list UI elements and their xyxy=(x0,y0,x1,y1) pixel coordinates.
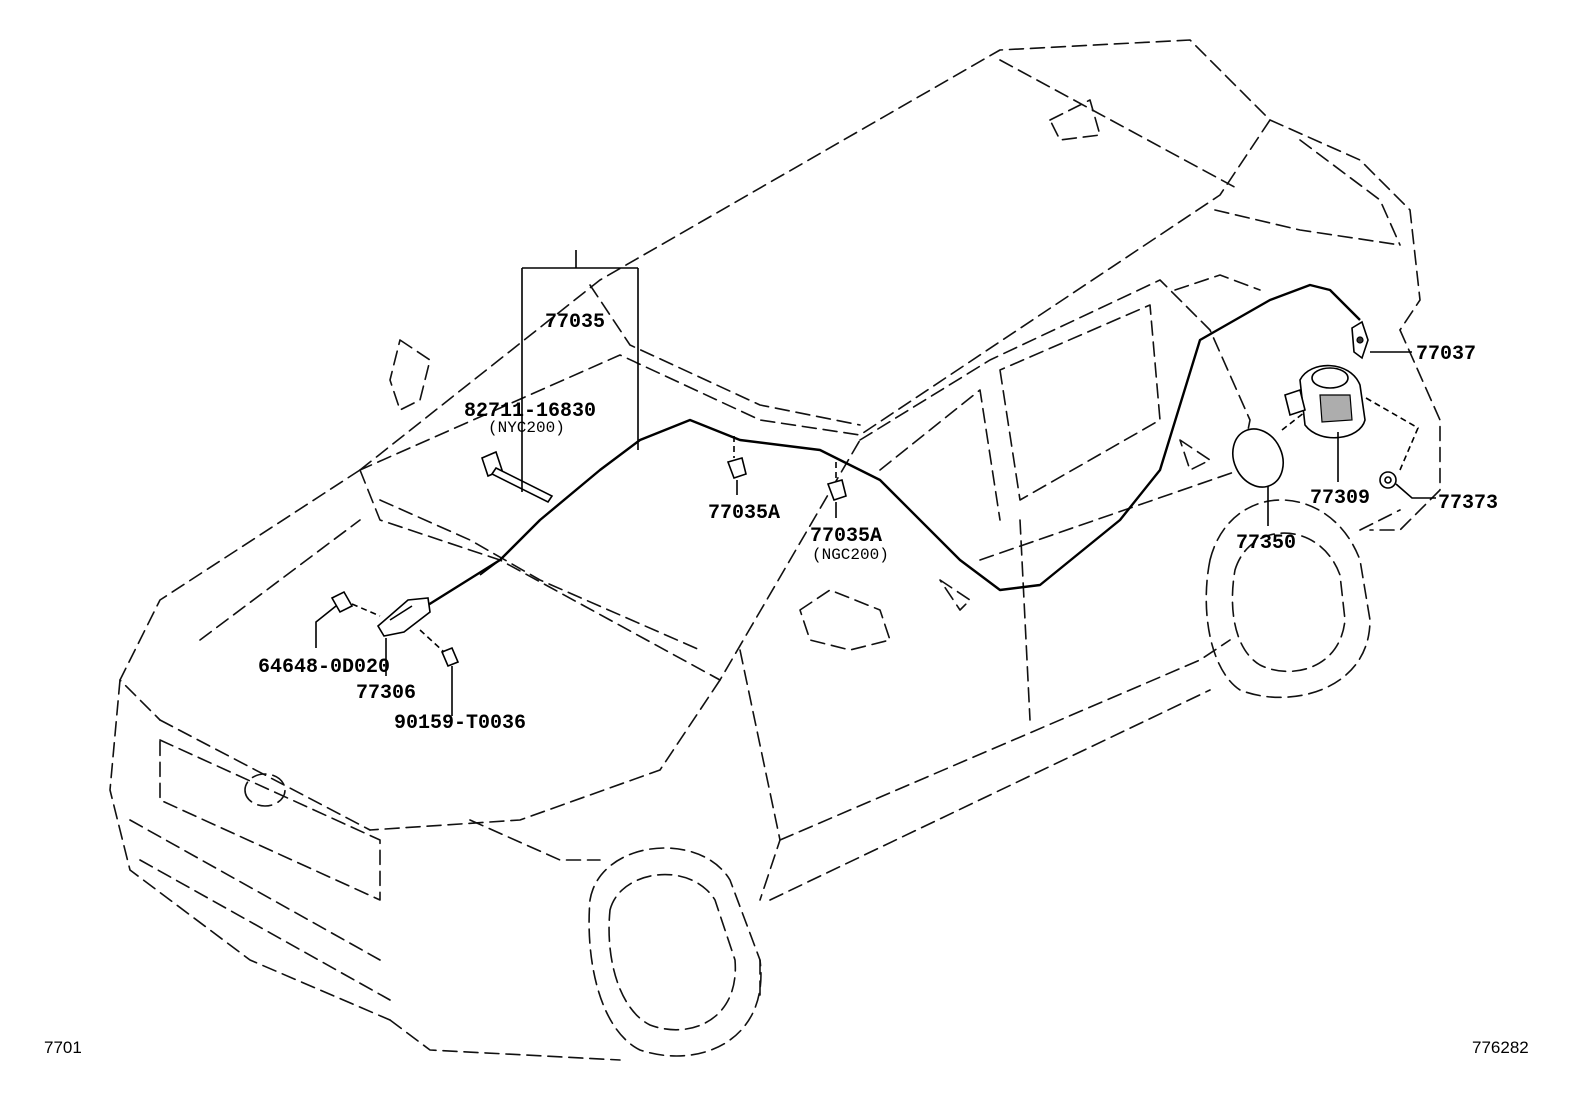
label-77035a-2: 77035A xyxy=(810,525,882,548)
clamp-b-part xyxy=(826,479,847,502)
label-ngc200: (NGC200) xyxy=(812,546,889,564)
figure-code-left: 7701 xyxy=(44,1038,82,1057)
label-77035a-1: 77035A xyxy=(708,502,780,525)
lock-assy-part xyxy=(1351,320,1369,360)
opener-cable xyxy=(419,283,1361,612)
fuel-door-part xyxy=(1232,428,1284,488)
label-64648-0d020: 64648-0D020 xyxy=(258,656,390,679)
label-90159-t0036: 90159-T0036 xyxy=(394,712,526,735)
part-labels: 77035 82711-16830 (NYC200) 77035A 77035A… xyxy=(258,311,1498,735)
fuel-housing-part xyxy=(1284,364,1366,439)
cable-option-part xyxy=(481,450,554,504)
label-nyc200: (NYC200) xyxy=(488,419,565,437)
leader-lines xyxy=(315,250,1436,716)
label-77350: 77350 xyxy=(1236,532,1296,555)
screw-part xyxy=(440,646,460,668)
vehicle-outline xyxy=(109,39,1441,1061)
clamp-a-part xyxy=(726,457,747,480)
grommet-part xyxy=(1379,471,1397,489)
figure-code-right: 776282 xyxy=(1472,1038,1529,1057)
lever-bracket-part xyxy=(330,590,354,614)
label-77035: 77035 xyxy=(545,311,605,334)
label-77309: 77309 xyxy=(1310,487,1370,510)
label-77306: 77306 xyxy=(356,682,416,705)
label-82711-16830: 82711-16830 xyxy=(464,400,596,423)
lever-part xyxy=(376,597,431,637)
label-77373: 77373 xyxy=(1438,492,1498,515)
label-77037: 77037 xyxy=(1416,343,1476,366)
